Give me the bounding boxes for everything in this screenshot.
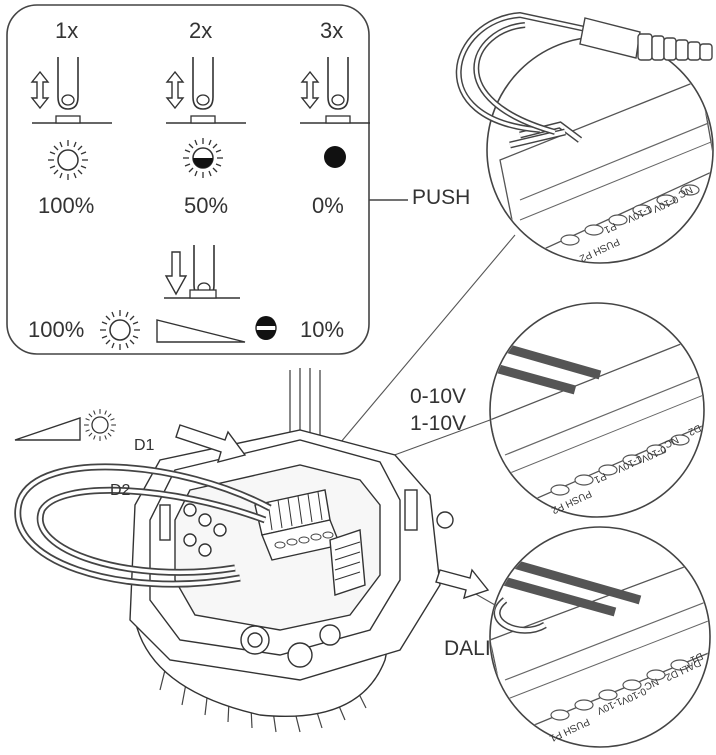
wire-d2-label: D2 <box>110 482 131 499</box>
dali-terminal-magnifier <box>489 526 711 748</box>
long-press-start-level: 100% <box>28 317 85 342</box>
push-panel-frame <box>6 4 370 355</box>
lamp-dim-icon <box>255 316 277 340</box>
analog-callout-label-b: 1-10V <box>410 412 467 435</box>
push-terminal-magnifier <box>455 11 714 264</box>
brightness-sun-icon <box>83 408 117 442</box>
lamp-half-icon <box>182 137 224 179</box>
press-three-times-icon <box>300 56 370 124</box>
level-half: 50% <box>184 193 229 218</box>
insert-arrow-icon <box>175 424 247 463</box>
wire-d1-label: D1 <box>134 437 155 454</box>
dali-callout-label: DALI <box>444 637 491 660</box>
push-button-connector <box>579 17 713 61</box>
press-once-icon <box>31 56 112 124</box>
d1-d2-wire-loops <box>14 463 272 588</box>
dali-arrow-icon <box>435 568 490 600</box>
lamp-full-icon <box>47 139 89 181</box>
press-count-3: 3x <box>320 18 344 43</box>
push-callout-label: PUSH <box>412 186 471 209</box>
long-press-icon <box>164 244 240 299</box>
lamp-full-small-icon <box>99 309 141 351</box>
press-count-2: 2x <box>189 18 213 43</box>
dimming-ramp-icon <box>156 319 246 343</box>
level-full: 100% <box>38 193 95 218</box>
long-press-end-level: 10% <box>300 317 345 342</box>
press-twice-icon <box>166 56 246 124</box>
press-count-1: 1x <box>55 18 79 43</box>
lamp-off-icon <box>324 146 346 168</box>
analog-terminal-magnifier <box>489 302 705 518</box>
driver-device <box>129 368 454 733</box>
brightness-ramp-icon <box>14 417 81 441</box>
level-off: 0% <box>312 193 344 218</box>
analog-callout-label-a: 0-10V <box>410 385 467 408</box>
